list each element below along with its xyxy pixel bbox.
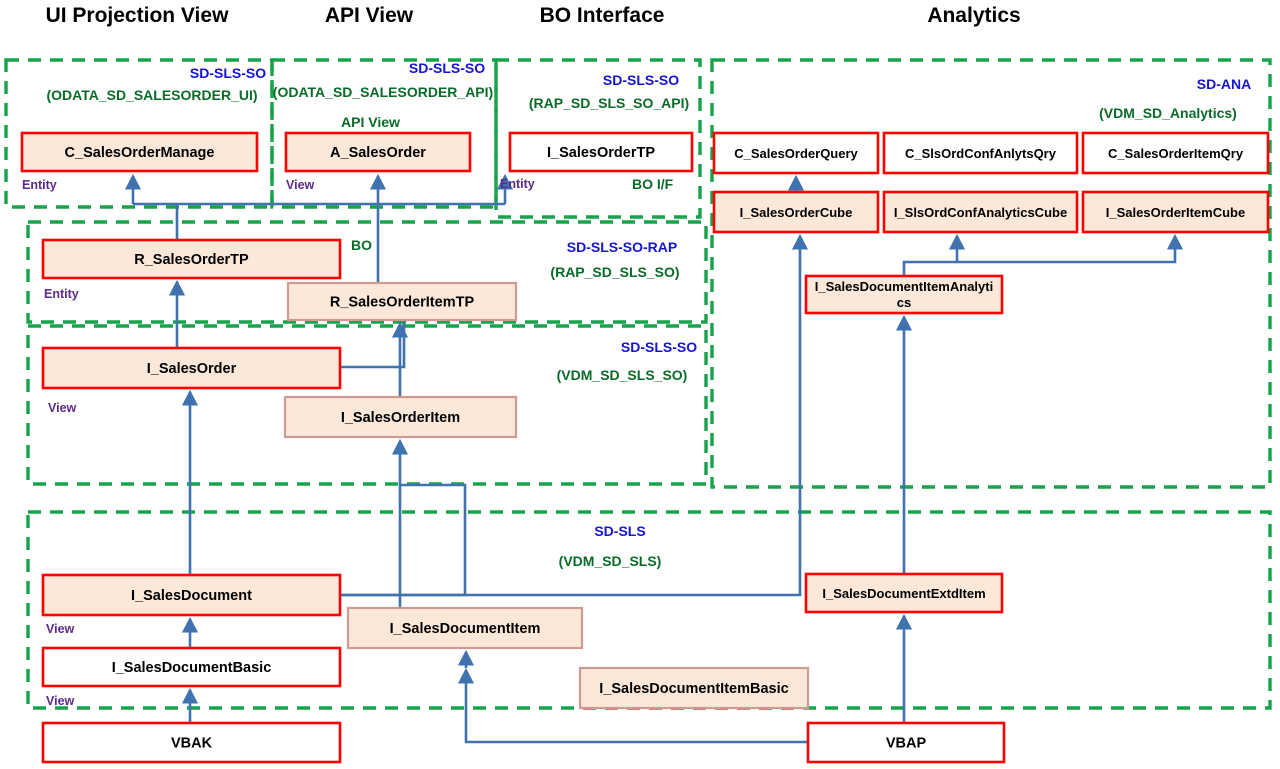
stereotype-view-doc: View: [46, 622, 75, 636]
node-c-salesorderquery-label: C_SalesOrderQuery: [734, 146, 858, 161]
node-i-salesdocumentbasic-label: I_SalesDocumentBasic: [112, 660, 272, 676]
label-bo-if: BO I/F: [632, 176, 674, 192]
stereotype-entity-ui: Entity: [22, 178, 57, 192]
node-i-slsordconfanalyticscube[interactable]: [882, 190, 1079, 234]
node-c-slsordconfanlytsqry-label: C_SlsOrdConfAnlytsQry: [905, 146, 1057, 161]
rap-bo-group: [26, 220, 708, 324]
rap-bo-group-package: (RAP_SD_SLS_SO): [550, 264, 679, 280]
node-c-salesorderitemqry-label: C_SalesOrderItemQry: [1108, 146, 1244, 161]
node-i-salesorder[interactable]: [41, 346, 342, 390]
node-vbak-label: VBAK: [171, 736, 213, 752]
node-i-salesorder-label: I_SalesOrder: [147, 361, 237, 377]
column-title-2: BO Interface: [540, 4, 665, 27]
node-vbap-label: VBAP: [886, 736, 927, 752]
node-i-salesdocumentextditem[interactable]: [804, 572, 1004, 614]
stereotype-view-docbasic: View: [46, 694, 75, 708]
vdm-sd-sls-so-group: [26, 324, 708, 486]
stereotype-entity-rap: Entity: [44, 287, 79, 301]
api-view-group-package: (ODATA_SD_SALESORDER_API): [273, 84, 493, 100]
bo-interface-group-code: SD-SLS-SO: [603, 72, 679, 88]
node-vbak[interactable]: [41, 721, 342, 764]
rap-bo-group-code: SD-SLS-SO-RAP: [567, 239, 677, 255]
node-i-salesordercube-label: I_SalesOrderCube: [740, 205, 853, 220]
node-i-salesorderitemcube[interactable]: [1081, 190, 1270, 234]
node-i-salesordertp[interactable]: [508, 131, 694, 173]
vdm-sd-sls-so-group-code: SD-SLS-SO: [621, 339, 697, 355]
node-r-salesordertp-label: R_SalesOrderTP: [134, 252, 249, 268]
column-title-0: UI Projection View: [46, 4, 229, 27]
node-i-salesdocumentitem[interactable]: [346, 606, 584, 650]
conn-vbap-to-itembasic: [457, 667, 808, 744]
column-title-3: Analytics: [927, 4, 1020, 27]
connector-lines: [124, 173, 1184, 744]
node-c-slsordconfanlytsqry[interactable]: [882, 131, 1079, 175]
analytics-group-code: SD-ANA: [1197, 76, 1251, 92]
analytics-group-package: (VDM_SD_Analytics): [1099, 105, 1237, 121]
ui-projection-group-package: (ODATA_SD_SALESORDER_UI): [46, 87, 257, 103]
stereotype-entity-bo: Entity: [500, 177, 535, 191]
node-c-salesordermanage[interactable]: [20, 131, 259, 173]
bo-interface-group: [494, 58, 702, 219]
node-i-salesdocument-label: I_SalesDocument: [131, 588, 252, 604]
conn-isalesdocument-right-down: [340, 483, 467, 597]
conn-isalesdocument-right-to-cube1: [340, 233, 809, 597]
node-c-salesorderquery[interactable]: [712, 131, 880, 175]
label-bo: BO: [351, 237, 372, 253]
node-i-salesordercube[interactable]: [712, 190, 880, 234]
conn-analytics-to-cube2: [902, 233, 1184, 276]
bo-interface-group-package: (RAP_SD_SLS_SO_API): [529, 95, 689, 111]
group-boundaries: SD-SLS-SO (ODATA_SD_SALESORDER_UI) SD-SLS-…: [4, 58, 1272, 710]
conn-isalesorder-right-to-rsalesorderitemtp: [340, 322, 406, 369]
node-i-salesdocumentitemanalytics[interactable]: [804, 274, 1004, 315]
column-title-1: API View: [325, 4, 414, 27]
analytics-group: [710, 58, 1272, 489]
node-r-salesorderitemtp[interactable]: [286, 281, 518, 322]
node-i-salesdocumentbasic[interactable]: [41, 646, 342, 688]
node-i-salesorderitem[interactable]: [283, 395, 518, 439]
node-a-salesorder[interactable]: [284, 131, 472, 173]
node-vbap[interactable]: [806, 721, 1006, 764]
sd-sls-group-code: SD-SLS: [594, 523, 645, 539]
stereotype-view-vdm: View: [48, 401, 77, 415]
node-i-salesdocument[interactable]: [41, 573, 342, 617]
node-i-salesdocumentitembasic-label: I_SalesDocumentItemBasic: [599, 681, 788, 697]
node-c-salesordermanage-label: C_SalesOrderManage: [65, 145, 215, 161]
node-r-salesordertp[interactable]: [41, 238, 342, 280]
node-i-salesordertp-label: I_SalesOrderTP: [547, 145, 655, 161]
api-view-group-code: SD-SLS-SO: [409, 60, 485, 76]
node-i-salesdocumentitemanalytics-label-line1: I_SalesDocumentItemAnalyti: [815, 279, 993, 294]
vdm-sd-sls-so-group-package: (VDM_SD_SLS_SO): [557, 367, 688, 383]
node-i-salesorderitem-label: I_SalesOrderItem: [341, 410, 460, 426]
node-i-salesdocumentextditem-label: I_SalesDocumentExtdItem: [822, 586, 985, 601]
node-c-salesorderitemqry[interactable]: [1081, 131, 1270, 175]
node-i-salesdocumentitem-label: I_SalesDocumentItem: [390, 621, 541, 637]
node-a-salesorder-label: A_SalesOrder: [330, 145, 426, 161]
node-i-salesorderitemcube-label: I_SalesOrderItemCube: [1106, 205, 1245, 220]
stereotype-view-api: View: [286, 178, 315, 192]
label-api-view: API View: [341, 114, 400, 130]
node-r-salesorderitemtp-label: R_SalesOrderItemTP: [330, 295, 475, 311]
node-i-salesdocumentitembasic[interactable]: [578, 666, 810, 710]
node-i-slsordconfanalyticscube-label: I_SlsOrdConfAnalyticsCube: [894, 205, 1067, 220]
sd-sls-group-package: (VDM_SD_SLS): [559, 553, 662, 569]
node-i-salesdocumentitemanalytics-label-line2: cs: [897, 295, 911, 310]
ui-projection-group-code: SD-SLS-SO: [190, 65, 266, 81]
